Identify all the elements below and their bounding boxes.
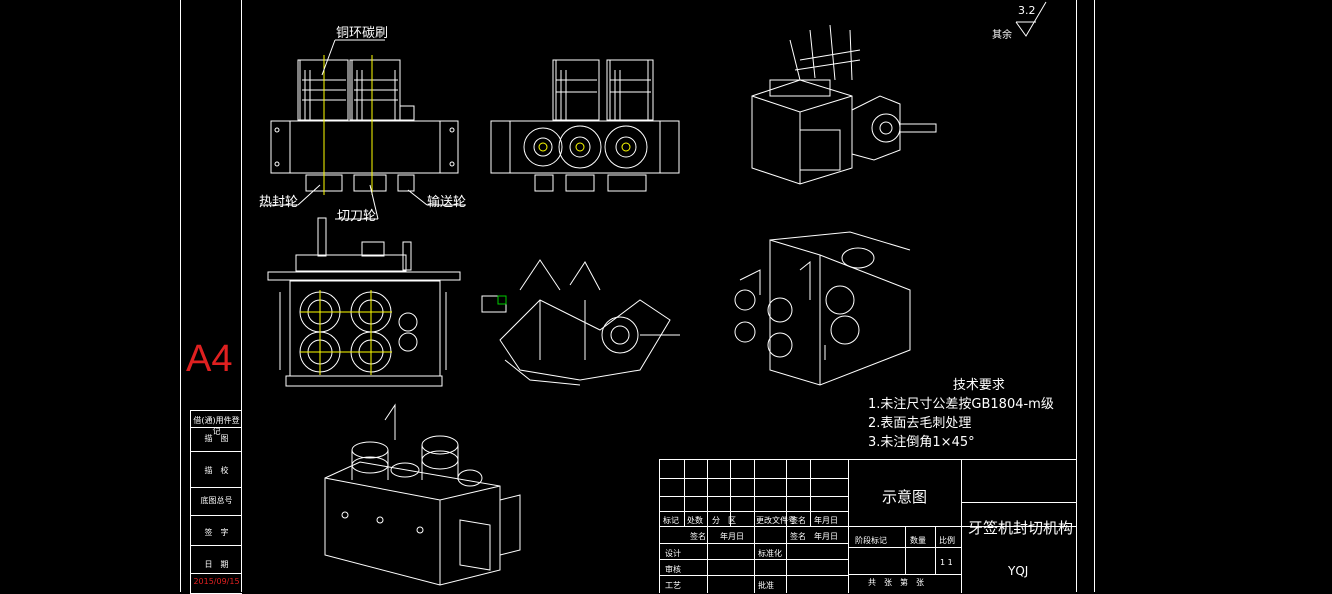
tech-req-item: 3.未注倒角1×45°	[868, 435, 975, 450]
roughness-value: 3.2	[1018, 4, 1036, 17]
tech-req-item: 2.表面去毛刺处理	[868, 416, 972, 431]
tb-stage-header: 比例	[939, 536, 955, 545]
drawing-code: YQJ	[1008, 564, 1029, 578]
tb-header: 处数	[687, 516, 703, 525]
drawing-title: 示意图	[882, 488, 928, 506]
tb-sign: 签名	[690, 532, 706, 541]
tb-sheet-info: 共 张 第 张	[868, 578, 924, 587]
front-view	[270, 59, 459, 192]
tb-stage-header: 数量	[910, 536, 926, 545]
iso-view-2-marker	[497, 295, 507, 305]
iso-view-4	[324, 403, 521, 586]
rear-view-centerlines	[538, 142, 631, 152]
feed-wheel-label: 输送轮	[427, 195, 467, 210]
side-row-label: 描 校	[204, 466, 229, 475]
technical-requirements: 技术要求 1.未注尺寸公差按GB1804-m级 2.表面去毛刺处理 3.未注倒角…	[868, 376, 1054, 452]
side-row-label: 底图总号	[200, 496, 233, 505]
copper-brush-leader	[321, 39, 385, 76]
side-date: 2015/09/15	[193, 577, 240, 586]
part-name: 牙签机封切机构	[968, 519, 1074, 537]
iso-view-3	[734, 231, 911, 386]
tb-approve: 批准	[758, 581, 774, 590]
rear-view	[490, 59, 680, 192]
side-row-label: 借(通)用件登记	[193, 416, 240, 436]
tb-header: 年月日	[814, 516, 838, 525]
cutter-wheel-label: 切刀轮	[337, 209, 377, 224]
tb-header: 分 区	[712, 516, 736, 525]
section-view	[267, 217, 461, 387]
frame-outer-right-border	[1094, 0, 1095, 592]
copper-ring-brush-label: 铜环碳刷	[336, 26, 389, 41]
roughness-label: 其余	[992, 30, 1012, 41]
tb-header: 签名	[790, 516, 806, 525]
frame-right-border	[1076, 0, 1077, 592]
side-row-label: 描 图	[204, 434, 229, 443]
tb-date: 年月日	[814, 532, 838, 541]
tech-req-item: 1.未注尺寸公差按GB1804-m级	[868, 397, 1054, 412]
section-view-centerlines	[300, 290, 392, 375]
iso-view-1	[751, 24, 937, 185]
iso-view-2	[481, 259, 680, 386]
tech-req-title: 技术要求	[952, 378, 1005, 393]
tb-standardization: 标准化	[758, 549, 782, 558]
feed-leader	[407, 189, 466, 206]
tb-role: 工艺	[665, 581, 681, 590]
tb-role: 审核	[665, 565, 681, 574]
tb-sign: 签名	[790, 532, 806, 541]
heat-seal-leader	[260, 184, 321, 206]
heat-seal-wheel-label: 热封轮	[259, 195, 299, 210]
tb-stage-header: 阶段标记	[855, 536, 887, 545]
tb-date: 年月日	[720, 532, 744, 541]
cutter-leader	[335, 184, 379, 220]
tb-role: 设计	[665, 549, 681, 558]
frame-inner-border	[241, 0, 242, 592]
title-block: 标记 处数 分 区 更改文件号 签名 年月日 签名 年月日 签名 年月日 设计 …	[659, 459, 1077, 593]
tb-header: 标记	[663, 516, 679, 525]
front-view-centerlines	[323, 55, 373, 195]
side-record-block: 借(通)用件登记 描 图 描 校 底图总号 签 字 日 期 2015/09/15	[190, 410, 242, 594]
tb-scale-marks: 1 1	[940, 558, 953, 567]
side-row-label: 日 期	[204, 560, 229, 569]
side-row-label: 签 字	[204, 528, 229, 537]
sheet-format-mark: A4	[186, 338, 233, 380]
roughness-symbol	[1015, 1, 1047, 37]
frame-left-border	[180, 0, 181, 592]
tb-header: 更改文件号	[756, 516, 796, 525]
